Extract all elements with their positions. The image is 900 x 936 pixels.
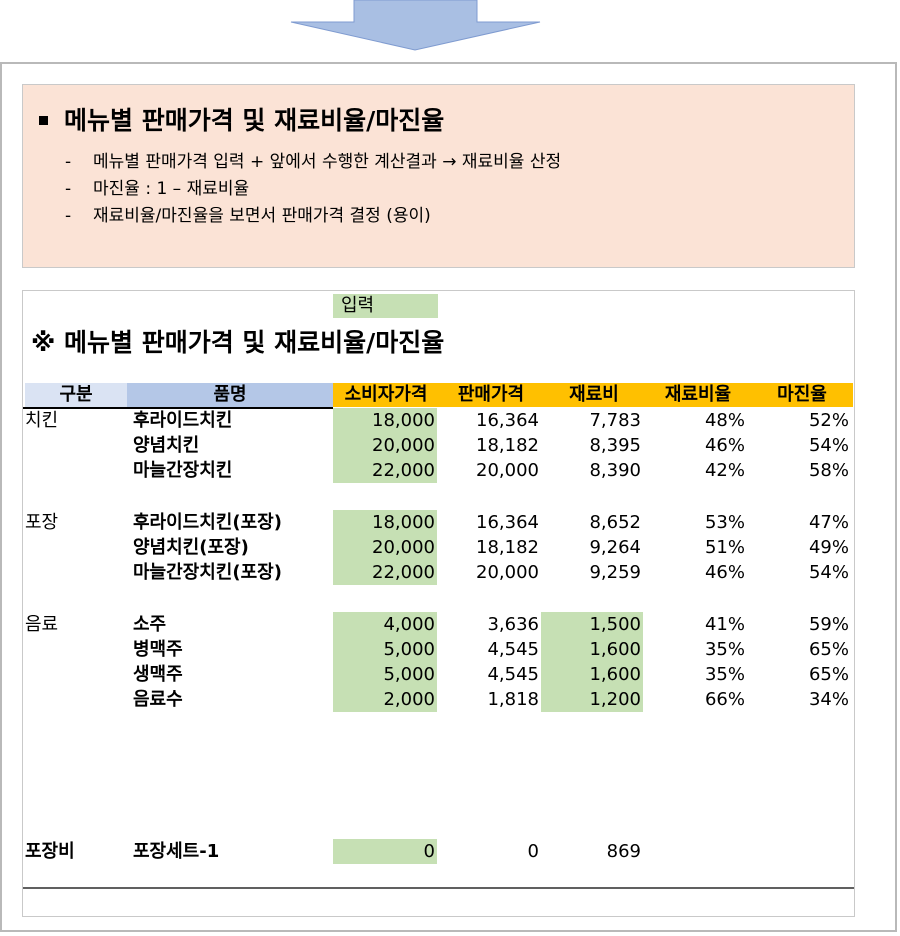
header-material-cost: 재료비 bbox=[543, 383, 645, 407]
item-name: 포장세트-1 bbox=[133, 841, 220, 862]
item-name: 후라이드치킨(포장) bbox=[133, 512, 282, 533]
item-name: 소주 bbox=[133, 614, 167, 635]
material-cost-input[interactable]: 1,600 bbox=[541, 662, 643, 687]
category-packaging: 포장비 bbox=[25, 841, 75, 862]
sale-price: 16,364 bbox=[476, 410, 539, 431]
margin-rate: 65% bbox=[808, 664, 849, 685]
note-item: -마진율 : 1 – 재료비율 bbox=[65, 179, 250, 199]
consumer-price-input[interactable]: 20,000 bbox=[333, 433, 437, 458]
material-cost-input[interactable]: 1,500 bbox=[541, 612, 643, 637]
consumer-price-input[interactable]: 20,000 bbox=[333, 535, 437, 560]
item-name: 후라이드치킨 bbox=[133, 410, 233, 431]
header-cost-ratio: 재료비율 bbox=[645, 383, 751, 407]
consumer-price-input[interactable]: 18,000 bbox=[333, 510, 437, 535]
note-title: 메뉴별 판매가격 및 재료비율/마진율 bbox=[39, 101, 444, 137]
consumer-price-input[interactable]: 18,000 bbox=[333, 408, 437, 433]
note-item: -메뉴별 판매가격 입력 + 앞에서 수행한 계산결과 → 재료비율 산정 bbox=[65, 152, 562, 172]
header-consumer-price: 소비자가격 bbox=[333, 383, 439, 407]
consumer-price-input[interactable]: 5,000 bbox=[333, 637, 437, 662]
margin-rate: 59% bbox=[808, 614, 849, 635]
cost-ratio: 42% bbox=[704, 460, 745, 481]
cost-ratio: 66% bbox=[704, 689, 745, 710]
sale-price: 4,545 bbox=[487, 639, 539, 660]
cost-ratio: 35% bbox=[704, 664, 745, 685]
material-cost: 9,264 bbox=[589, 537, 641, 558]
cost-ratio: 46% bbox=[704, 435, 745, 456]
material-cost: 9,259 bbox=[589, 562, 641, 583]
sale-price: 0 bbox=[527, 841, 539, 862]
header-category: 구분 bbox=[25, 383, 127, 407]
material-cost: 869 bbox=[606, 841, 641, 862]
margin-rate: 34% bbox=[808, 689, 849, 710]
item-name: 생맥주 bbox=[133, 664, 183, 685]
consumer-price-input[interactable]: 22,000 bbox=[333, 458, 437, 483]
header-margin-rate: 마진율 bbox=[751, 383, 853, 407]
cost-ratio: 41% bbox=[704, 614, 745, 635]
category-chicken: 치킨 bbox=[25, 410, 59, 431]
margin-rate: 47% bbox=[808, 512, 849, 533]
material-cost: 8,395 bbox=[589, 435, 641, 456]
category-drinks: 음료 bbox=[25, 614, 59, 635]
sale-price: 20,000 bbox=[476, 562, 539, 583]
sale-price: 20,000 bbox=[476, 460, 539, 481]
consumer-price-input[interactable]: 5,000 bbox=[333, 662, 437, 687]
material-cost: 8,390 bbox=[589, 460, 641, 481]
margin-rate: 58% bbox=[808, 460, 849, 481]
item-name: 음료수 bbox=[133, 689, 183, 710]
item-name: 마늘간장치킨 bbox=[133, 460, 233, 481]
margin-rate: 52% bbox=[808, 410, 849, 431]
material-cost-input[interactable]: 1,200 bbox=[541, 687, 643, 712]
category-takeout: 포장 bbox=[25, 512, 59, 533]
material-cost: 7,783 bbox=[589, 410, 641, 431]
sale-price: 18,182 bbox=[476, 537, 539, 558]
material-cost-input[interactable]: 1,600 bbox=[541, 637, 643, 662]
item-name: 양념치킨 bbox=[133, 435, 200, 456]
sale-price: 18,182 bbox=[476, 435, 539, 456]
summary-note-box: 메뉴별 판매가격 및 재료비율/마진율 -메뉴별 판매가격 입력 + 앞에서 수… bbox=[22, 84, 855, 268]
consumer-price-input[interactable]: 2,000 bbox=[333, 687, 437, 712]
header-sale-price: 판매가격 bbox=[439, 383, 543, 407]
cost-ratio: 46% bbox=[704, 562, 745, 583]
sale-price: 1,818 bbox=[487, 689, 539, 710]
item-name: 마늘간장치킨(포장) bbox=[133, 562, 282, 583]
margin-rate: 54% bbox=[808, 435, 849, 456]
bullet-square-icon bbox=[39, 115, 48, 125]
down-arrow-icon bbox=[290, 0, 541, 51]
cost-ratio: 51% bbox=[704, 537, 745, 558]
margin-rate: 54% bbox=[808, 562, 849, 583]
header-underline bbox=[23, 407, 333, 409]
consumer-price-input[interactable]: 4,000 bbox=[333, 612, 437, 637]
cost-ratio: 35% bbox=[704, 639, 745, 660]
consumer-price-input[interactable]: 0 bbox=[333, 839, 437, 864]
input-legend: 입력 bbox=[333, 294, 438, 318]
price-sheet: 입력 ※ 메뉴별 판매가격 및 재료비율/마진율 구분 품명 소비자가격 판매가… bbox=[22, 290, 855, 917]
note-item: -재료비율/마진율을 보면서 판매가격 결정 (용이) bbox=[65, 206, 431, 226]
header-item: 품명 bbox=[127, 383, 333, 407]
item-name: 양념치킨(포장) bbox=[133, 537, 249, 558]
cost-ratio: 53% bbox=[704, 512, 745, 533]
margin-rate: 49% bbox=[808, 537, 849, 558]
material-cost: 8,652 bbox=[589, 512, 641, 533]
item-name: 병맥주 bbox=[133, 639, 183, 660]
consumer-price-input[interactable]: 22,000 bbox=[333, 560, 437, 585]
sheet-title: ※ 메뉴별 판매가격 및 재료비율/마진율 bbox=[31, 328, 445, 357]
cost-ratio: 48% bbox=[704, 410, 745, 431]
sale-price: 3,636 bbox=[487, 614, 539, 635]
margin-rate: 65% bbox=[808, 639, 849, 660]
table-bottom-border bbox=[23, 887, 854, 889]
note-list: -메뉴별 판매가격 입력 + 앞에서 수행한 계산결과 → 재료비율 산정 -마… bbox=[65, 149, 561, 230]
sale-price: 4,545 bbox=[487, 664, 539, 685]
sale-price: 16,364 bbox=[476, 512, 539, 533]
